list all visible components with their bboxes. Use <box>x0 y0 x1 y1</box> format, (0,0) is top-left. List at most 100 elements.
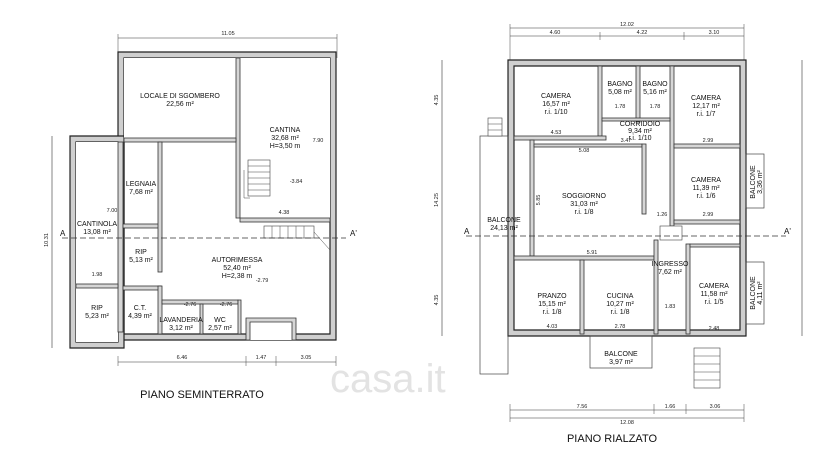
ground-section-a-prime: A' <box>784 227 791 236</box>
room-camera3-name: CAMERA <box>691 177 721 184</box>
room-camera1-ri: r.i. 1/10 <box>545 109 568 116</box>
room-balcone3-name: BALCONE <box>750 276 757 310</box>
room-camera3-ri: r.i. 1/6 <box>696 193 715 200</box>
room-lavanderia-area: 3,12 m² <box>169 325 193 332</box>
room-wc-name: WC <box>214 317 226 324</box>
ground-dim-460: 4.60 <box>550 30 561 36</box>
room-balcone4-area: 3,97 m² <box>609 359 633 366</box>
room-sgombero-name: LOCALE DI SGOMBERO <box>140 93 220 100</box>
room-balcone1-area: 24,13 m² <box>490 225 518 232</box>
ground-dim-508: 5.08 <box>579 148 590 154</box>
basement-overall-width: 11.05 <box>221 31 234 37</box>
room-soggiorno-name: SOGGIORNO <box>562 193 607 200</box>
basement-dim-198: 1.98 <box>92 272 103 278</box>
basement-level-384: -3.84 <box>290 179 303 185</box>
ground-dim-126: 1.26 <box>657 212 668 218</box>
ground-dim-347: 3.47 <box>621 138 632 144</box>
room-autorimessa-area: 52,40 m² <box>223 265 251 272</box>
ground-overall-width: 12.02 <box>620 22 634 28</box>
ground-dim-403: 4.03 <box>547 324 558 330</box>
room-balcone2-name: BALCONE <box>750 165 757 199</box>
room-cucina-name: CUCINA <box>607 293 634 300</box>
room-soggiorno-area: 31,03 m² <box>570 201 598 208</box>
ground-dim-183: 1.83 <box>665 304 676 310</box>
room-ct-name: C.T. <box>134 305 147 312</box>
room-sgombero-area: 22,56 m² <box>166 101 194 108</box>
room-rip2-name: RIP <box>91 305 103 312</box>
room-pranzo-ri: r.i. 1/8 <box>542 309 561 316</box>
ground-dim-422: 4.22 <box>637 30 648 36</box>
room-pranzo-area: 15,15 m² <box>538 301 566 308</box>
room-cantina-area: 32,68 m² <box>271 135 299 142</box>
ground-dim-435b: 4.35 <box>434 295 440 306</box>
room-cantina-height: H=3,50 m <box>270 143 301 150</box>
title-ground: PIANO RIALZATO <box>567 433 658 445</box>
basement-section-a-prime: A' <box>350 229 357 238</box>
room-bagno2-area: 5,16 m² <box>643 89 667 96</box>
room-camera1-name: CAMERA <box>541 93 571 100</box>
room-pranzo-name: PRANZO <box>537 293 567 300</box>
room-corridoio-ri: r.i. 1/10 <box>629 135 652 142</box>
basement-dim-790: 7.90 <box>313 138 324 144</box>
basement-level-276a: -2.76 <box>184 302 197 308</box>
room-ingresso-area: 7,62 m² <box>658 269 682 276</box>
ground-dim-435a: 4.35 <box>434 95 440 106</box>
ground-dim-278: 2.78 <box>615 324 626 330</box>
ground-dim-591: 5.91 <box>587 250 598 256</box>
room-camera1-area: 16,57 m² <box>542 101 570 108</box>
basement-dim-438: 4.38 <box>279 210 290 216</box>
ground-dim-1208: 12.08 <box>620 420 634 426</box>
room-bagno1-name: BAGNO <box>607 81 633 88</box>
ground-dim-585: 5.85 <box>536 195 542 206</box>
room-legnaia-name: LEGNAIA <box>126 181 157 188</box>
room-camera2-name: CAMERA <box>691 95 721 102</box>
room-corridoio-area: 9,34 m² <box>628 128 652 135</box>
room-camera4-ri: r.i. 1/5 <box>704 299 723 306</box>
ground-section-a: A <box>464 227 470 236</box>
ground-dim-299b: 2.99 <box>703 212 714 218</box>
basement-level-279: -2.79 <box>256 278 269 284</box>
basement-dim-305: 3.05 <box>301 355 312 361</box>
ground-plan: 12.02 4.60 4.22 3.10 <box>434 22 803 445</box>
basement-dim-700: 7.00 <box>107 208 118 214</box>
room-cucina-ri: r.i. 1/8 <box>610 309 629 316</box>
room-soggiorno-ri: r.i. 1/8 <box>574 209 593 216</box>
room-bagno2-name: BAGNO <box>642 81 668 88</box>
basement-stairs <box>243 159 331 260</box>
room-cantina-name: CANTINA <box>270 127 301 134</box>
room-camera2-ri: r.i. 1/7 <box>696 111 715 118</box>
room-camera3-area: 11,39 m² <box>692 185 720 192</box>
balcony-right-top-outline <box>745 153 765 209</box>
room-autorimessa-name: AUTORIMESSA <box>212 257 263 264</box>
basement-dim-147: 1.47 <box>256 355 267 361</box>
ground-dim-453: 4.53 <box>551 130 562 136</box>
room-ingresso-name: INGRESSO <box>652 261 690 268</box>
ground-dim-1425: 14.25 <box>434 193 440 207</box>
basement-dim-1031: 10.31 <box>44 233 50 247</box>
ground-dim-299a: 2.99 <box>703 138 714 144</box>
room-lavanderia-name: LAVANDERIA <box>159 317 203 324</box>
balcony-right-bottom-outline <box>745 261 765 325</box>
room-camera4-area: 11,58 m² <box>700 291 728 298</box>
room-rip2-area: 5,23 m² <box>85 313 109 320</box>
ground-dim-178a: 1.78 <box>615 104 626 110</box>
room-balcone1-name: BALCONE <box>487 217 521 224</box>
basement-plan: 11.05 <box>44 31 357 401</box>
room-bagno1-area: 5,08 m² <box>608 89 632 96</box>
room-autorimessa-height: H=2,38 m <box>222 273 253 280</box>
balcony-left-outline <box>479 135 509 375</box>
title-basement: PIANO SEMINTERRATO <box>140 389 264 401</box>
room-balcone4-name: BALCONE <box>604 351 638 358</box>
basement-dim-646: 6.46 <box>177 355 188 361</box>
balcony-bottom-outline <box>589 335 653 369</box>
room-camera2-area: 12,17 m² <box>692 103 720 110</box>
ground-stairs <box>487 117 721 389</box>
basement-section-a: A <box>60 229 66 238</box>
room-cucina-area: 10,27 m² <box>606 301 634 308</box>
ground-dim-756: 7.56 <box>577 404 588 410</box>
ground-dim-166: 1.66 <box>665 404 676 410</box>
room-balcone3-area: 4,11 m² <box>757 281 764 305</box>
room-wc-area: 2,57 m² <box>208 325 232 332</box>
room-camera4-name: CAMERA <box>699 283 729 290</box>
